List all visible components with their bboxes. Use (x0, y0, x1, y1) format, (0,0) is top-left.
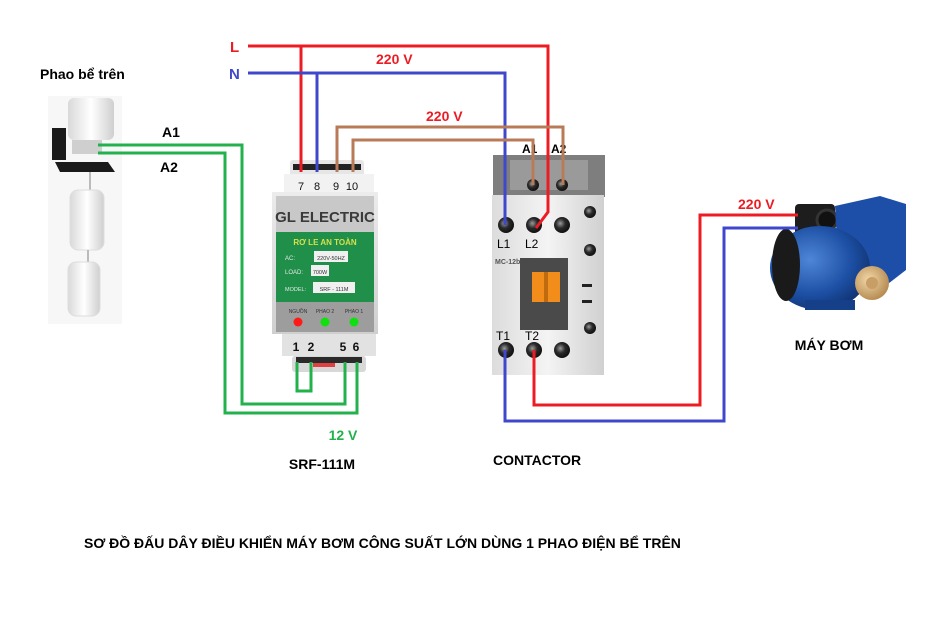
pump-brass-center (866, 277, 878, 289)
relay-spec-model-label: MODEL: (285, 287, 307, 293)
relay-subtitle: RƠ LE AN TOÀN (293, 238, 356, 247)
neutral-n-label: N (229, 66, 240, 83)
line-l-label: L (230, 39, 239, 56)
float-terminal-a2-label: A2 (160, 159, 178, 175)
relay-top-screws (293, 164, 361, 170)
contactor-aux-screw-mid (584, 244, 596, 256)
wire-line-l-to-contactor-l2 (248, 44, 550, 229)
wire-contactor-t2-to-pump (532, 213, 798, 407)
contactor-indicator (582, 300, 592, 303)
relay-led-float2 (320, 317, 330, 327)
relay-bottom-label-strip (282, 334, 376, 356)
relay-led-label-power: NGUỒN (289, 308, 308, 315)
relay-terminal-10: 10 (346, 181, 358, 193)
relay-brand: GL ELECTRIC (275, 209, 375, 226)
pump-label: MÁY BƠM (795, 337, 863, 353)
contactor-actuator-slot (544, 272, 548, 302)
relay-spec-load-label: LOAD: (285, 270, 303, 276)
contactor-indicator (582, 284, 592, 287)
relay-terminal-8: 8 (314, 181, 320, 193)
contactor-terminal-l1: L1 (497, 237, 511, 251)
relay-spec-ac-label: AC: (285, 256, 295, 262)
relay-spec-ac-value: 220V-50HZ (317, 256, 345, 262)
wires (98, 44, 798, 423)
float-bracket-base (55, 162, 115, 172)
relay-terminal-6: 6 (353, 340, 360, 354)
relay-bottom-screws (296, 357, 362, 363)
float-upper (69, 189, 105, 251)
main-voltage-label: 220 V (376, 51, 413, 67)
float-switch-terminal (72, 140, 102, 154)
relay-led-float1 (349, 317, 359, 327)
relay-top-label-strip (284, 174, 374, 194)
relay-terminal-9: 9 (333, 181, 339, 193)
relay-terminal-5: 5 (340, 340, 347, 354)
relay-terminal-2: 2 (308, 340, 315, 354)
relay-led-power (293, 317, 303, 327)
contactor-screw-t3 (554, 342, 570, 358)
relay-brand-panel (276, 196, 374, 232)
contactor-screw-l2 (526, 217, 542, 233)
contactor-terminal-a1: A1 (522, 142, 538, 156)
float-lower (67, 261, 101, 317)
float-bracket (52, 128, 66, 160)
relay-spec-load-value: 700W (313, 270, 328, 276)
relay-terminal-7: 7 (298, 181, 304, 193)
float-switch-label: Phao bể trên (40, 66, 125, 82)
relay-led-label-float2: PHAO 2 (316, 309, 335, 315)
relay-spec-box-ac (314, 251, 348, 262)
safety-relay (272, 160, 378, 372)
wire-neutral-to-contactor-l1 (248, 71, 507, 225)
wire-float-a2-to-relay-6 (98, 151, 359, 415)
contactor-aux-screw-bot (584, 322, 596, 334)
contactor-screw-l3 (554, 217, 570, 233)
pump-base (805, 300, 855, 310)
wire-relay-10-to-contactor-a1 (351, 138, 535, 185)
relay-spec-box-model (313, 282, 355, 293)
float-terminal-a1-label: A1 (162, 124, 180, 140)
diagram-title: SƠ ĐỒ ĐẤU DÂY ĐIỀU KHIỂN MÁY BƠM CÔNG SU… (84, 534, 681, 551)
sensor-voltage-label: 12 V (329, 427, 358, 443)
contactor-model-text: MC-12b (495, 259, 520, 266)
relay-led-panel (276, 302, 374, 332)
contactor-label: CONTACTOR (493, 452, 581, 468)
contactor-terminal-t2: T2 (525, 329, 539, 343)
relay-terminal-1: 1 (293, 340, 300, 354)
pump-motor-cap (772, 229, 800, 301)
pump-voltage-label: 220 V (738, 196, 775, 212)
float-switch (48, 96, 122, 324)
relay-spec-box-load (311, 265, 329, 276)
contactor-terminal-t1: T1 (496, 329, 510, 343)
wire-relay-9-to-contactor-a2 (335, 125, 565, 185)
relay-led-label-float1: PHAO 1 (345, 309, 364, 315)
contactor-terminal-l2: L2 (525, 237, 539, 251)
relay-model-label: SRF-111M (289, 456, 355, 472)
contactor-aux-screw-top (584, 206, 596, 218)
water-pump (770, 196, 906, 310)
relay-spec-model-value: SRF - 111M (320, 287, 349, 293)
wire-contactor-t1-to-pump (503, 226, 798, 423)
wire-bridge-relay-1-2 (295, 362, 313, 393)
relay-bottom-tab (313, 363, 335, 367)
float-switch-cap (68, 98, 114, 140)
wire-float-a1-to-relay-5 (98, 143, 347, 406)
coil-voltage-label: 220 V (426, 108, 463, 124)
